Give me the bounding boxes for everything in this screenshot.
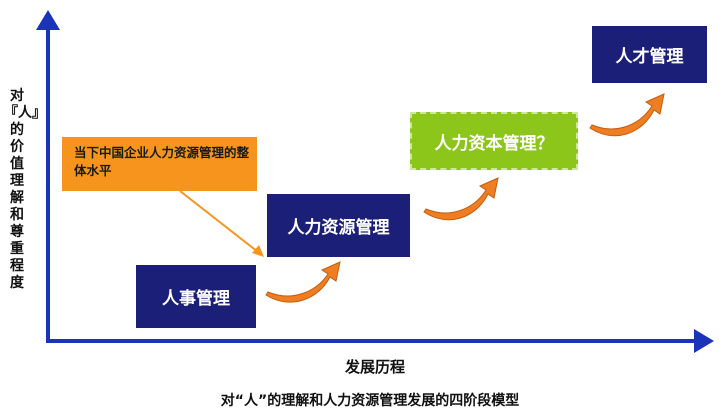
current-level-callout: 当下中国企业人力资源管理的整体水平 [62,137,257,191]
transition-arrow-2 [423,177,499,221]
transition-arrow-1 [265,261,341,303]
stage-box-talent-management: 人才管理 [592,26,707,83]
stage-box-hr-management: 人力资源管理 [267,194,410,257]
figure-caption: 对“人”的理解和人力资源管理发展的四阶段模型 [220,393,520,409]
callout-pointer-head [252,245,264,257]
y-axis-arrowhead [36,10,60,30]
stage-box-human-capital-management: 人力资本管理？ [410,112,578,170]
y-axis-label: 对『人』的价值理解和尊重程度 [4,88,46,291]
stage-box-personnel-management: 人事管理 [136,265,256,328]
x-axis-label: 发展历程 [344,358,405,376]
callout-pointer-line [179,190,259,253]
transition-arrow-3 [589,93,665,137]
x-axis-arrowhead [694,329,714,353]
